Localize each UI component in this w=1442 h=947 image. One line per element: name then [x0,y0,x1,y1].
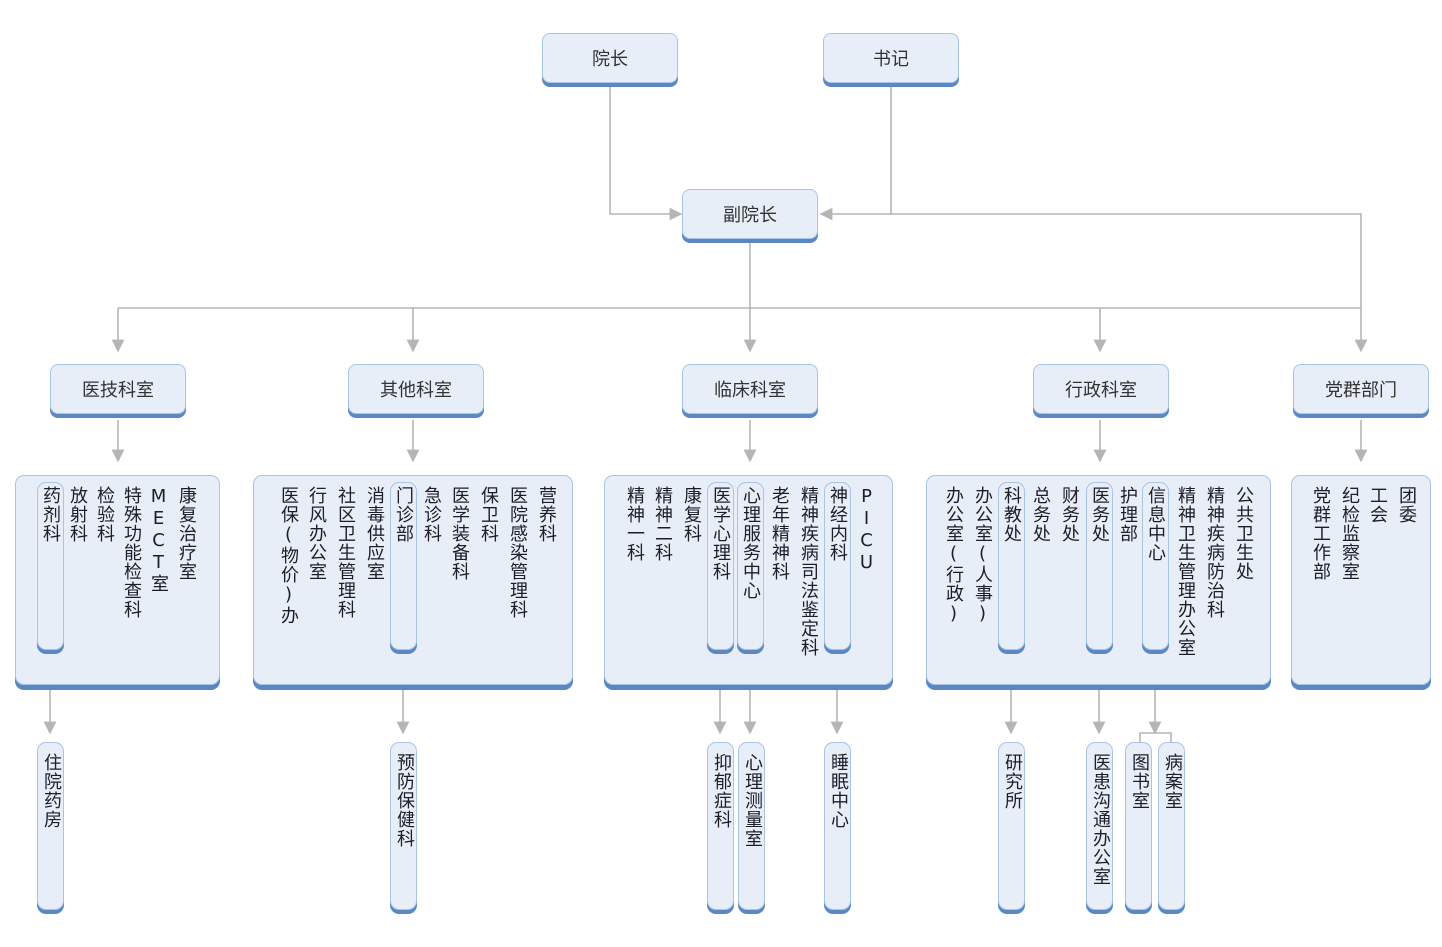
unit-label[interactable]: 精神卫生管理办公室 [1175,486,1196,657]
sub-unit-label: 心理测量室 [742,753,763,848]
unit-label[interactable]: 办公室(人事) [972,486,993,625]
unit-label[interactable]: 总务处 [1030,486,1051,543]
unit-label[interactable]: 医保(物价)办 [278,486,299,625]
sub-unit-node[interactable]: 心理测量室 [738,742,765,910]
unit-label[interactable]: 精神疾病防治科 [1204,486,1225,619]
unit-pill[interactable] [737,482,764,650]
unit-label[interactable]: 信息中心 [1145,486,1166,562]
unit-label[interactable]: MECT室 [148,486,169,593]
unit-pill[interactable] [37,482,64,650]
unit-label[interactable]: 党群工作部 [1310,486,1331,581]
unit-label[interactable]: 急诊科 [421,486,442,543]
president-node[interactable]: 院长 [542,33,678,83]
sub-unit-label: 研究所 [1002,753,1023,810]
unit-pill[interactable] [1142,482,1169,650]
unit-label[interactable]: 医学装备科 [449,486,470,581]
connector-party-vp [819,207,1362,308]
unit-label[interactable]: 社区卫生管理科 [335,486,356,619]
sub-unit-node[interactable]: 研究所 [998,742,1025,910]
unit-label[interactable]: 精神二科 [652,486,673,562]
unit-label[interactable]: 医学心理科 [710,486,731,581]
connector-president-vp [609,86,683,221]
category-label: 临床科室 [714,380,786,401]
unit-label[interactable]: 办公室(行政) [943,486,964,625]
unit-label[interactable]: 康复治疗室 [176,486,197,581]
category-label: 医技科室 [82,380,154,401]
unit-label[interactable]: 康复科 [681,486,702,543]
unit-label[interactable]: 团委 [1396,486,1417,524]
unit-pill[interactable] [390,482,417,650]
category-clinical[interactable]: 临床科室 [682,364,818,414]
category-party[interactable]: 党群部门 [1293,364,1429,414]
sub-unit-label: 医患沟通办公室 [1090,753,1111,886]
president-label: 院长 [592,49,628,70]
unit-label[interactable]: 营养科 [536,486,557,543]
sub-unit-label: 抑郁症科 [711,753,732,829]
unit-pill[interactable] [707,482,734,650]
sub-unit-node[interactable]: 图书室 [1125,742,1152,910]
vice-president-node[interactable]: 副院长 [682,189,818,239]
sub-unit-label: 住院药房 [41,753,62,829]
unit-label[interactable]: 医院感染管理科 [507,486,528,619]
unit-label[interactable]: 老年精神科 [769,486,790,581]
unit-label[interactable]: 纪检监察室 [1339,486,1360,581]
category-admin[interactable]: 行政科室 [1033,364,1169,414]
unit-label[interactable]: 科教处 [1001,486,1022,543]
category-other[interactable]: 其他科室 [348,364,484,414]
unit-label[interactable]: 精神疾病司法鉴定科 [798,486,819,657]
sub-unit-node[interactable]: 抑郁症科 [707,742,734,910]
unit-label[interactable]: 公共卫生处 [1233,486,1254,581]
unit-label[interactable]: 护理部 [1117,486,1138,543]
unit-label[interactable]: 放射科 [67,486,88,543]
unit-label[interactable]: 精神一科 [624,486,645,562]
sub-unit-label: 预防保健科 [394,753,415,848]
unit-label[interactable]: 消毒供应室 [364,486,385,581]
unit-pill[interactable] [998,482,1025,650]
secretary-node[interactable]: 书记 [823,33,959,83]
sub-unit-label: 图书室 [1129,753,1150,810]
sub-unit-node[interactable]: 住院药房 [37,742,64,910]
category-label: 党群部门 [1325,380,1397,401]
category-label: 其他科室 [380,380,452,401]
category-label: 行政科室 [1065,380,1137,401]
unit-label[interactable]: 工会 [1367,486,1388,524]
sub-unit-node[interactable]: 预防保健科 [390,742,417,910]
sub-unit-node[interactable]: 病案室 [1158,742,1185,910]
unit-label[interactable]: 神经内科 [827,486,848,562]
unit-label[interactable]: 特殊功能检查科 [121,486,142,619]
unit-label[interactable]: 心理服务中心 [740,486,761,600]
unit-label[interactable]: 行风办公室 [306,486,327,581]
vice-president-label: 副院长 [723,205,777,226]
unit-label[interactable]: 门诊部 [393,486,414,543]
unit-label[interactable]: 医务处 [1089,486,1110,543]
unit-label[interactable]: 药剂科 [40,486,61,543]
unit-pill[interactable] [824,482,851,650]
unit-pill[interactable] [1086,482,1113,650]
sub-unit-label: 病案室 [1162,753,1183,810]
category-medtech[interactable]: 医技科室 [50,364,186,414]
unit-label[interactable]: 检验科 [94,486,115,543]
sub-unit-node[interactable]: 睡眠中心 [824,742,851,910]
sub-unit-label: 睡眠中心 [828,753,849,829]
unit-label[interactable]: 财务处 [1059,486,1080,543]
group-party [1291,475,1431,685]
secretary-label: 书记 [873,49,909,70]
sub-unit-node[interactable]: 医患沟通办公室 [1086,742,1113,910]
unit-label[interactable]: 保卫科 [478,486,499,543]
unit-label[interactable]: PICU [856,486,877,574]
